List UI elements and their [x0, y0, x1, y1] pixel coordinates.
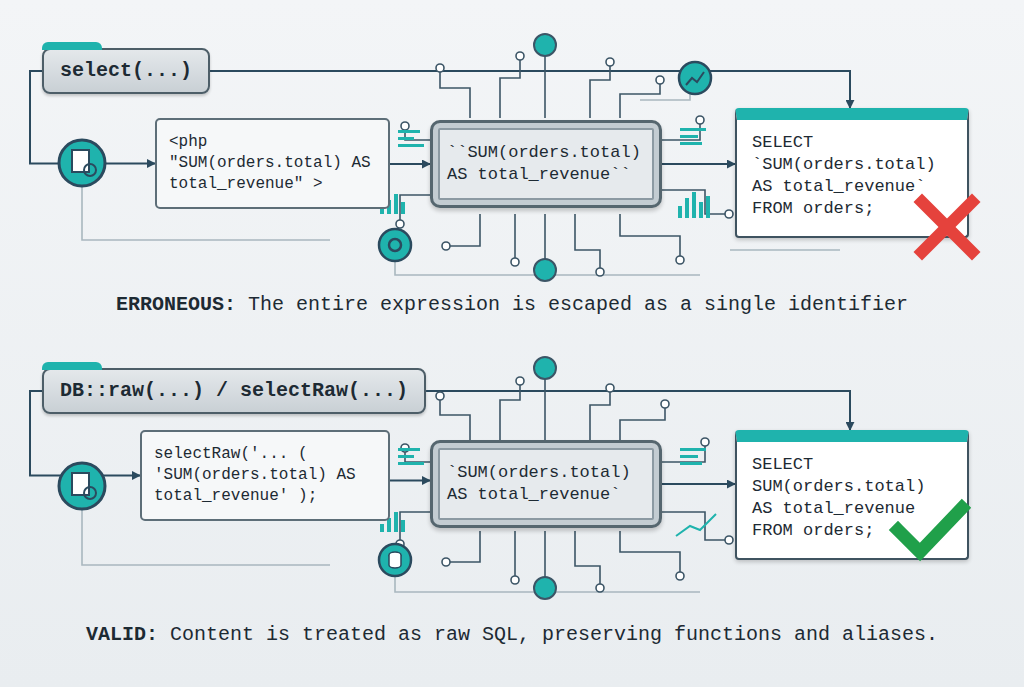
caption-line: VALID: Content is treated as raw SQL, pre… — [0, 622, 1024, 648]
code-box: <php "SUM(orders.total) AS total_revenue… — [155, 118, 390, 209]
node-text: select(...) — [60, 59, 192, 83]
processor-chip: ``SUM(orders.total) AS total_revenue`` — [430, 120, 662, 208]
caption-line: ERRONEOUS: The entire expression is escap… — [0, 292, 1024, 318]
flow-arrow — [390, 480, 430, 482]
caption-text: The entire expression is escaped as a si… — [248, 293, 908, 316]
flow-arrow — [662, 163, 735, 165]
node-text: `SUM(orders.total) AS total_revenue` — [447, 462, 645, 506]
processor-chip: `SUM(orders.total) AS total_revenue` — [430, 440, 662, 528]
flow-arrow — [426, 391, 850, 430]
method-tab: select(...) — [42, 48, 210, 94]
code-box: selectRaw('... ( 'SUM(orders.total) AS t… — [140, 430, 390, 521]
flow-arrow — [210, 71, 850, 108]
node-text: ``SUM(orders.total) AS total_revenue`` — [447, 142, 645, 186]
node-text: selectRaw('... ( 'SUM(orders.total) AS t… — [154, 444, 376, 507]
method-tab: DB::raw(...) / selectRaw(...) — [42, 368, 426, 414]
node-text: SELECT SUM(orders.total) AS total_revenu… — [752, 454, 952, 542]
flow-arrow — [390, 163, 430, 165]
node-text: DB::raw(...) / selectRaw(...) — [60, 379, 408, 403]
verdict-word: VALID: — [86, 623, 158, 646]
flow-arrow — [662, 483, 735, 485]
node-text: <php "SUM(orders.total) AS total_revenue… — [169, 132, 376, 195]
caption-text: Content is treated as raw SQL, preservin… — [170, 623, 938, 646]
verdict-word: ERRONEOUS: — [116, 293, 236, 316]
